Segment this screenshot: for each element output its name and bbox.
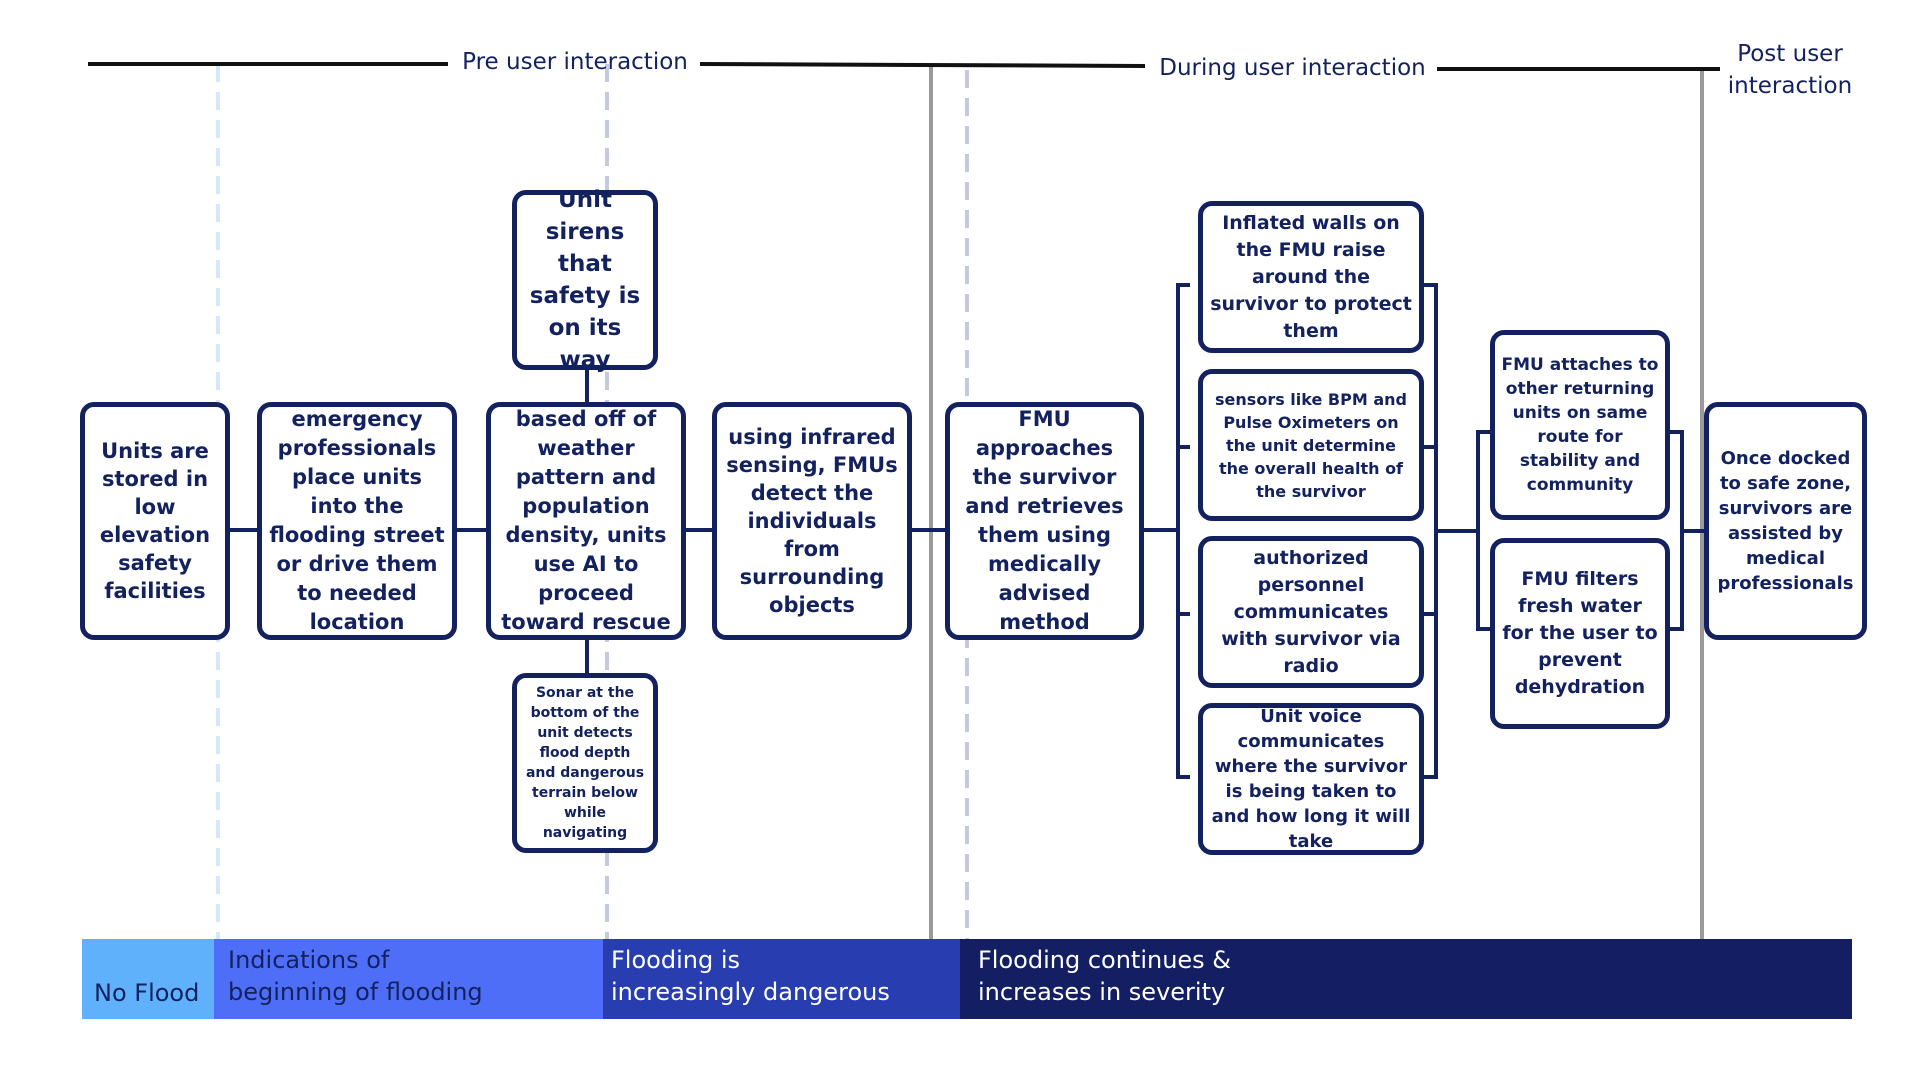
node-approach: FMU approaches the survivor and retrieve… [945, 402, 1144, 640]
phase-line-2 [699, 62, 1146, 68]
phase-label-post: Post user interaction [1727, 41, 1853, 99]
node-walls: Inflated walls on the FMU raise around t… [1198, 201, 1424, 353]
phase-label-during: During user interaction [1159, 55, 1426, 81]
node-ai: based off of weather pattern and populat… [486, 402, 686, 640]
node-infrared: using infrared sensing, FMUs detect the … [712, 402, 912, 640]
node-sirens: Unit sirens that safety is on its way [512, 187, 658, 373]
band-beginning: Indications of beginning of flooding [214, 939, 603, 1019]
band-severe: Flooding continues & increases in severi… [960, 939, 1852, 1019]
phase-label-pre: Pre user interaction [462, 49, 688, 75]
node-voice: Unit voice communicates where the surviv… [1198, 703, 1424, 855]
node-stored: Units are stored in low elevation safety… [80, 402, 230, 640]
node-sonar: Sonar at the bottom of the unit detects … [512, 673, 658, 853]
band-no-flood: No Flood [82, 939, 214, 1019]
band-dangerous: Flooding is increasingly dangerous [603, 939, 960, 1019]
node-emergency: emergency professionals place units into… [257, 402, 457, 640]
node-sensors: sensors like BPM and Pulse Oximeters on … [1198, 369, 1424, 521]
main-connectors [225, 283, 1708, 779]
node-radio: authorized personnel communicates with s… [1198, 536, 1424, 688]
node-docked: Once docked to safe zone, survivors are … [1704, 402, 1867, 640]
node-attach: FMU attaches to other returning units on… [1490, 330, 1670, 520]
node-filter: FMU filters fresh water for the user to … [1490, 538, 1670, 729]
